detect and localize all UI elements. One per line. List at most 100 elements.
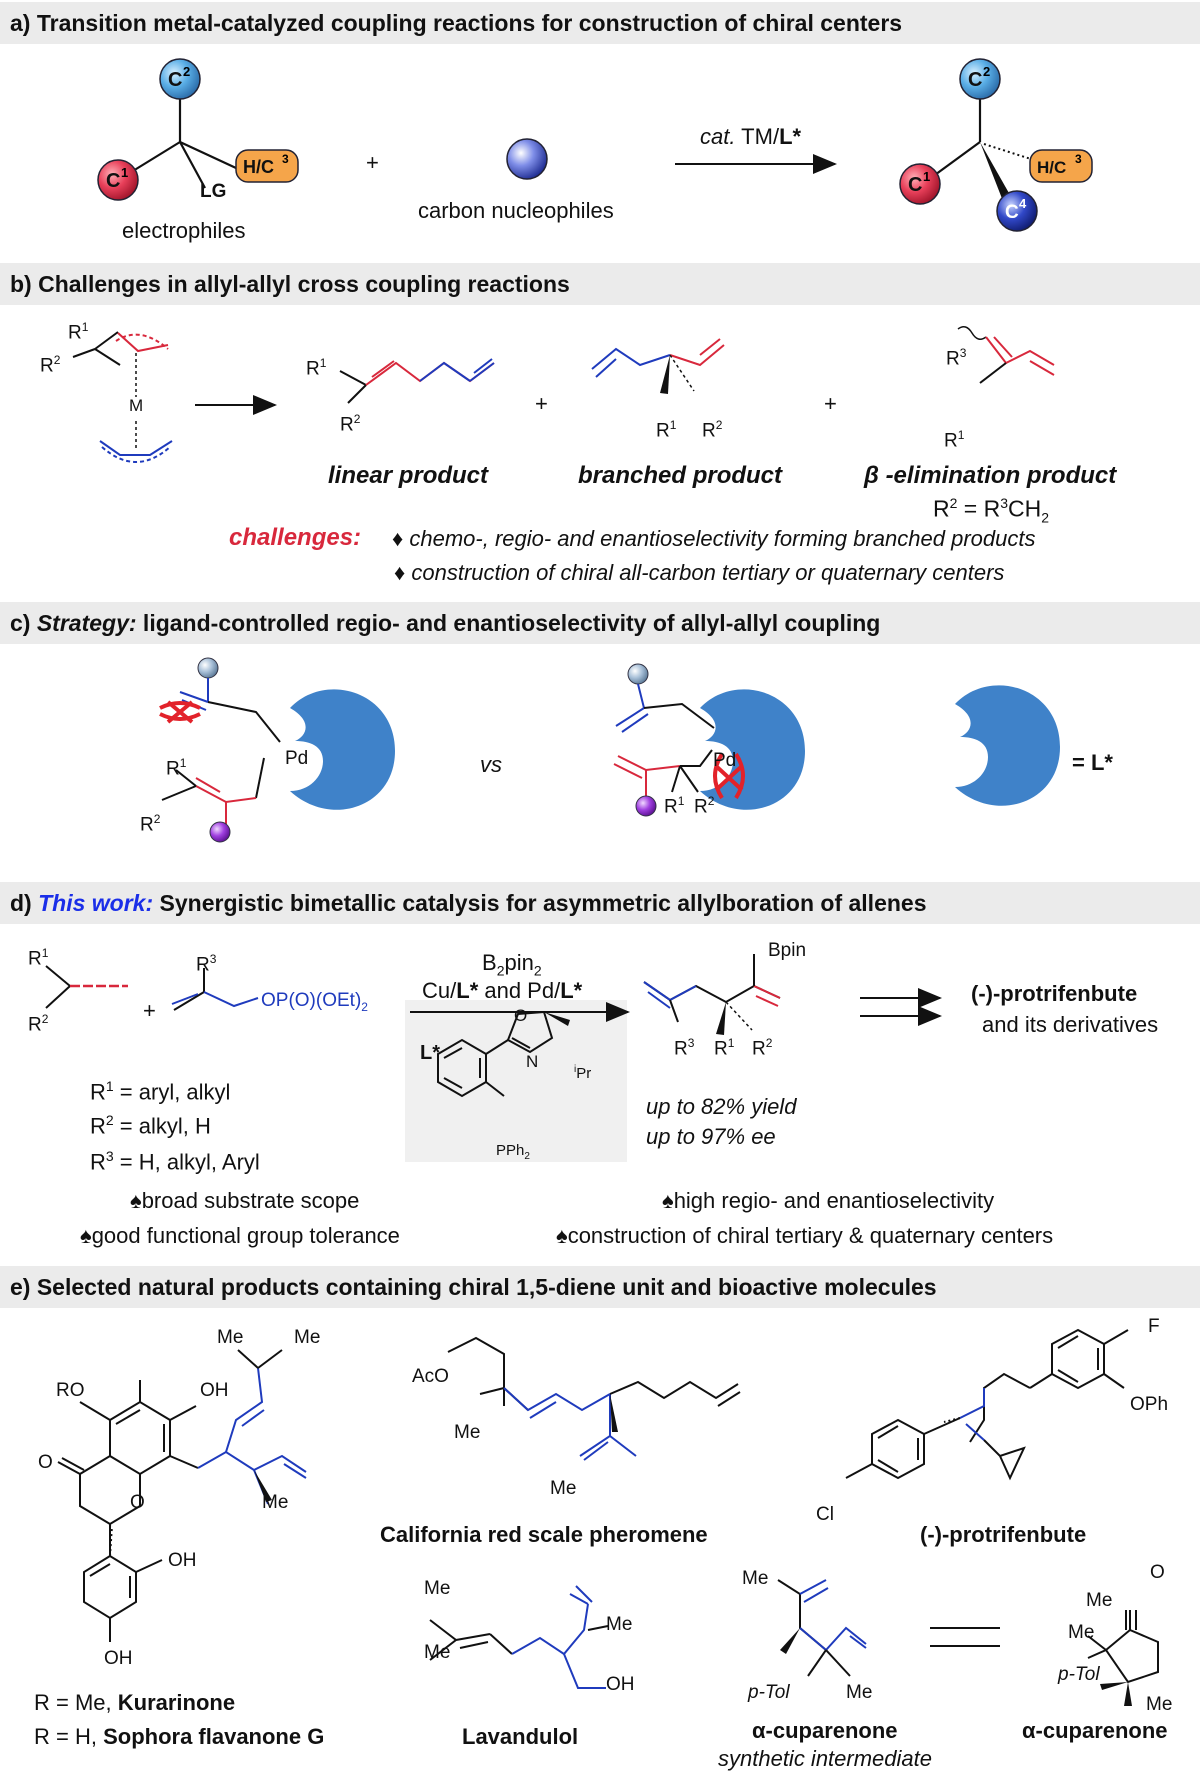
cuparenone-int-me1: Me xyxy=(742,1568,769,1589)
ligand-label: L* xyxy=(420,1042,440,1064)
phosphate-group: OP(O)(OEt)2 xyxy=(261,990,368,1014)
product-r2: R2 xyxy=(752,1036,773,1060)
kurarinone-line2: R = H, Sophora flavanone G xyxy=(34,1724,325,1749)
branched-product-label: branched product xyxy=(578,462,783,489)
ligand-shape-left xyxy=(290,689,395,810)
allene-r1: R1 xyxy=(28,946,49,970)
allyl-r2: R2 xyxy=(40,353,61,377)
allyl-metal: M xyxy=(129,396,144,415)
svg-text:C: C xyxy=(168,69,182,91)
pd-right: Pd xyxy=(713,750,737,771)
svg-text:H/C: H/C xyxy=(243,157,274,177)
california-aco: AcO xyxy=(412,1366,449,1387)
panel-e-graphics xyxy=(57,1328,1159,1706)
c1-sphere xyxy=(97,159,139,201)
plus-d: + xyxy=(143,998,156,1023)
linear-r1: R1 xyxy=(306,356,327,380)
kurarinone-oh3: OH xyxy=(104,1648,133,1669)
ligand-o: O xyxy=(514,1006,528,1025)
product-bpin: Bpin xyxy=(768,940,807,961)
ee-label: up to 97% ee xyxy=(646,1124,776,1149)
kurarinone-oh2: OH xyxy=(168,1550,197,1571)
plus-a: + xyxy=(366,150,379,175)
nucleophile-label: carbon nucleophiles xyxy=(418,198,614,223)
cuparenone-int-ptol: p-Tol xyxy=(748,1682,790,1703)
cuparenone-me3: Me xyxy=(1146,1694,1173,1715)
california-label: California red scale pheromene xyxy=(380,1522,708,1547)
ligand-pph2: PPh2 xyxy=(496,1142,530,1162)
plus-b2: + xyxy=(824,391,837,416)
feature-1: ♠broad substrate scope xyxy=(130,1188,360,1213)
beta-r3: R3 xyxy=(946,346,967,370)
reagent-b2pin2: B2pin2 xyxy=(482,950,542,979)
kurarinone-o-ring: O xyxy=(130,1492,145,1513)
protrifenbute-cl: Cl xyxy=(816,1504,834,1525)
svg-text:3: 3 xyxy=(1075,152,1082,166)
kurarinone-line1: R = Me, Kurarinone xyxy=(34,1690,236,1715)
section-d-header: d) This work: Synergistic bimetallic cat… xyxy=(0,882,1200,924)
lavandulol-label: Lavandulol xyxy=(462,1724,579,1749)
section-c-title: c) Strategy: ligand-controlled regio- an… xyxy=(10,610,881,636)
kurarinone-ro: RO xyxy=(56,1380,85,1401)
left-r1: R1 xyxy=(166,756,187,780)
feature-3: ♠high regio- and enantioselectivity xyxy=(662,1188,995,1213)
linear-r2: R2 xyxy=(340,412,361,436)
cuparenone-int-sub: synthetic intermediate xyxy=(718,1746,932,1771)
svg-text:1: 1 xyxy=(121,165,128,180)
cuparenone-me1: Me xyxy=(1086,1590,1113,1611)
cuparenone-int-me2: Me xyxy=(846,1682,873,1703)
c3-box xyxy=(235,149,299,183)
kurarinone-o-keto: O xyxy=(38,1452,53,1473)
section-b-header: b) Challenges in allyl-allyl cross coupl… xyxy=(0,263,1200,305)
challenge-item-1: ♦ chemo-, regio- and enantioselectivity … xyxy=(392,526,1036,551)
section-d-title: d) This work: Synergistic bimetallic cat… xyxy=(10,890,927,916)
beta-product-label: β -elimination product xyxy=(864,462,1117,489)
section-e-header: e) Selected natural products containing … xyxy=(0,1266,1200,1308)
c2-sphere xyxy=(159,58,201,100)
phosphate-r3: R3 xyxy=(196,952,217,976)
target-label: (-)-protrifenbute xyxy=(971,981,1138,1006)
section-a-title: a) Transition metal-catalyzed coupling r… xyxy=(10,10,903,36)
r1-definition: R1 = aryl, alkyl xyxy=(90,1078,231,1105)
ligand-structure-box xyxy=(405,1000,627,1162)
product-r3: R3 xyxy=(674,1036,695,1060)
pd-left: Pd xyxy=(285,748,309,769)
allene-r2: R2 xyxy=(28,1012,49,1036)
california-me2: Me xyxy=(550,1478,577,1499)
nucleophile-sphere xyxy=(506,138,548,180)
protrifenbute-oph: OPh xyxy=(1130,1394,1169,1415)
svg-text:2: 2 xyxy=(183,64,190,79)
cuparenone-label: α-cuparenone xyxy=(1022,1718,1168,1743)
ligand-ipr: iPr xyxy=(574,1064,592,1082)
california-me1: Me xyxy=(454,1422,481,1443)
feature-2: ♠good functional group tolerance xyxy=(80,1223,400,1248)
svg-text:C: C xyxy=(1005,202,1019,223)
svg-text:C: C xyxy=(908,174,922,196)
yield-label: up to 82% yield xyxy=(646,1094,797,1119)
section-b-title: b) Challenges in allyl-allyl cross coupl… xyxy=(10,271,570,297)
leaving-group-label: LG xyxy=(200,181,227,202)
cuparenone-ptol: p-Tol xyxy=(1058,1664,1100,1685)
protrifenbute-f: F xyxy=(1148,1316,1160,1337)
kurarinone-me3: Me xyxy=(262,1492,289,1513)
ligand-definition: = L* xyxy=(1072,750,1113,775)
right-r2: R2 xyxy=(694,794,715,818)
section-a-header: a) Transition metal-catalyzed coupling r… xyxy=(0,2,1200,44)
plus-b1: + xyxy=(535,391,548,416)
branched-r1: R1 xyxy=(656,418,677,442)
branched-r2: R2 xyxy=(702,418,723,442)
target-sub-label: and its derivatives xyxy=(982,1012,1159,1037)
section-e-title: e) Selected natural products containing … xyxy=(10,1274,937,1300)
cuparenone-me2: Me xyxy=(1068,1622,1095,1643)
linear-product-label: linear product xyxy=(328,462,489,489)
beta-note: R2 = R3CH2 xyxy=(933,495,1050,526)
r3-definition: R3 = H, alkyl, Aryl xyxy=(90,1148,260,1175)
svg-text:1: 1 xyxy=(923,169,930,184)
right-r1: R1 xyxy=(664,794,685,818)
reagent-catalysts: Cu/L* and Pd/L* xyxy=(422,978,583,1003)
panel-c-graphics xyxy=(159,657,1060,843)
section-c-header: c) Strategy: ligand-controlled regio- an… xyxy=(0,602,1200,644)
ligand-structure xyxy=(437,1010,554,1098)
svg-text:C: C xyxy=(968,69,982,91)
